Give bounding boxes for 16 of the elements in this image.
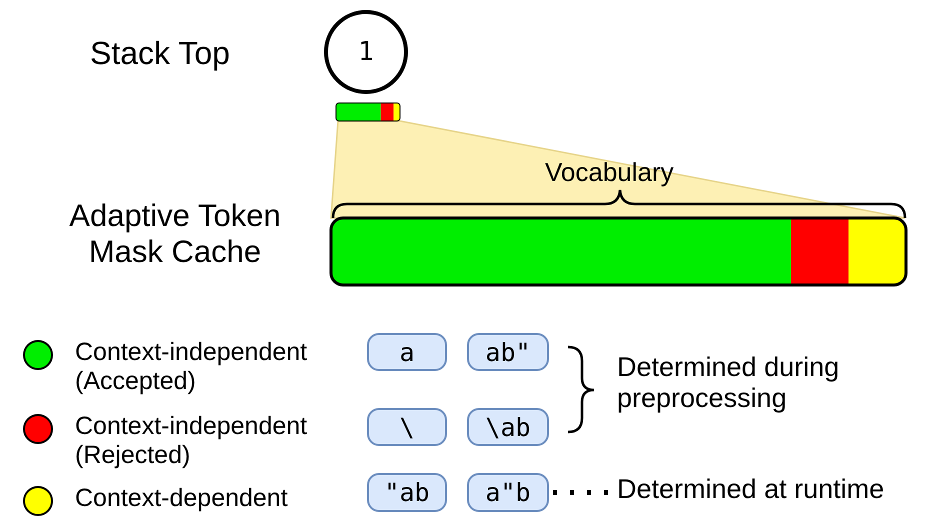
stack-label: Stack Top [90,35,230,72]
cache-label: Adaptive Token Mask Cache [68,198,282,270]
runtime-note: Determined at runtime [617,474,884,506]
token-chip: a [367,333,447,371]
dotted-leader [553,490,611,495]
legend-label: Context-independent (Accepted) [75,338,308,396]
token-chip: \ab [467,408,549,446]
legend-label: Context-independent (Rejected) [75,412,308,470]
stack-circle: 1 [324,10,408,94]
vocabulary-label: Vocabulary [545,158,674,188]
token-chip: \ [367,408,447,446]
legend-label: Context-dependent [75,484,289,513]
token-chip: ab" [467,333,549,371]
token-chip: a"b [467,473,549,512]
token-chip: "ab [367,473,447,512]
preprocessing-note: Determined during preprocessing [617,352,840,414]
